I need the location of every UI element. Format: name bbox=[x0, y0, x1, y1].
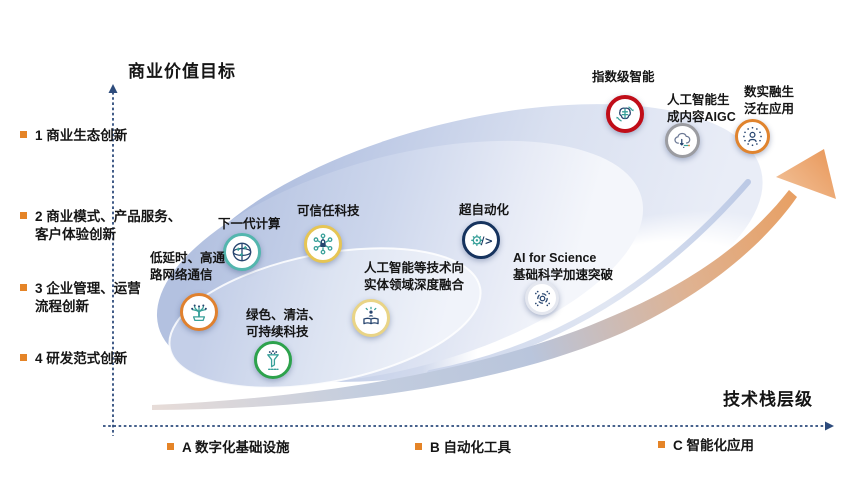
y-axis-item-1: 1 商业生态创新 bbox=[20, 127, 220, 145]
x-axis-title: 技术栈层级 bbox=[723, 390, 813, 409]
gear-code-icon: /> bbox=[471, 234, 493, 248]
cloud-gen-icon bbox=[674, 132, 691, 148]
tech-bubble-hyperautomation: /> bbox=[462, 221, 500, 259]
bullet-square bbox=[415, 443, 422, 450]
tech-label-trustworthy-tech: 可信任科技 bbox=[297, 204, 360, 218]
person-network-icon bbox=[743, 126, 762, 147]
y-axis-item-label: 3 企业管理、运营 流程创新 bbox=[35, 281, 141, 315]
tech-bubble-trustworthy-tech bbox=[304, 225, 342, 263]
y-axis-item-3: 3 企业管理、运营 流程创新 bbox=[20, 280, 220, 316]
tech-bubble-exponential-intelligence bbox=[606, 95, 644, 133]
tech-bubble-low-latency-network bbox=[180, 293, 218, 331]
y-axis-item-label: 2 商业模式、产品服务、 客户体验创新 bbox=[35, 209, 182, 243]
tech-label-digital-physical-fusion: 数实融生 泛在应用 bbox=[744, 85, 795, 116]
x-axis-item-a: A 数字化基础设施 bbox=[167, 439, 290, 457]
y-axis-arrowhead bbox=[108, 84, 118, 93]
podium-person-icon bbox=[363, 306, 379, 325]
bullet-square bbox=[20, 212, 27, 219]
tech-bubble-next-gen-computing bbox=[223, 233, 261, 271]
x-axis-item-c: C 智能化应用 bbox=[658, 437, 754, 455]
brain-circuit-icon bbox=[616, 106, 634, 122]
x-axis-item-b: B 自动化工具 bbox=[415, 439, 511, 457]
tech-bubble-digital-physical-fusion bbox=[735, 119, 770, 154]
x-axis-arrowhead bbox=[825, 421, 834, 431]
y-axis-title: 商业价值目标 bbox=[128, 62, 236, 81]
x-axis-item-label: C 智能化应用 bbox=[673, 438, 754, 453]
y-axis-item-4: 4 研发范式创新 bbox=[20, 350, 220, 368]
tech-label-ai-for-science: AI for Science 基础科学加速突破 bbox=[513, 251, 614, 282]
tech-label-next-gen-computing: 下一代计算 bbox=[218, 217, 281, 231]
tech-bubble-ai-for-science bbox=[525, 281, 559, 315]
globe-compute-icon bbox=[232, 242, 252, 262]
fiber-optic-icon bbox=[191, 304, 207, 321]
funnel-icon bbox=[267, 350, 279, 370]
svg-text:/>: /> bbox=[481, 236, 493, 248]
tech-bubble-aigc bbox=[665, 123, 700, 158]
tech-label-exponential-intelligence: 指数级智能 bbox=[592, 70, 655, 84]
x-axis-item-label: B 自动化工具 bbox=[430, 440, 511, 455]
y-axis-item-2: 2 商业模式、产品服务、 客户体验创新 bbox=[20, 208, 230, 244]
bullet-square bbox=[20, 284, 27, 291]
tech-label-low-latency-network: 低延时、高通 路网络通信 bbox=[150, 251, 226, 282]
bullet-square bbox=[167, 443, 174, 450]
tech-label-ai-physical-integration: 人工智能等技术向 实体领域深度融合 bbox=[364, 261, 465, 292]
tech-bubble-green-sustainable bbox=[254, 341, 292, 379]
y-axis-item-label: 1 商业生态创新 bbox=[35, 128, 128, 143]
growth-arrow-head bbox=[776, 149, 836, 199]
bullet-square bbox=[20, 131, 27, 138]
tech-label-aigc: 人工智能生 成内容AIGC bbox=[667, 93, 736, 124]
x-axis-item-label: A 数字化基础设施 bbox=[182, 440, 290, 455]
circuit-chip-icon bbox=[534, 290, 550, 306]
growth-arrow-shaft bbox=[152, 190, 797, 410]
bullet-square bbox=[20, 354, 27, 361]
tech-label-hyperautomation: 超自动化 bbox=[459, 203, 510, 217]
y-axis-item-label: 4 研发范式创新 bbox=[35, 351, 128, 366]
tech-label-green-sustainable: 绿色、清洁、 可持续科技 bbox=[246, 308, 322, 339]
network-lock-icon bbox=[313, 233, 333, 255]
bullet-square bbox=[658, 441, 665, 448]
tech-bubble-ai-physical-integration bbox=[352, 299, 390, 337]
